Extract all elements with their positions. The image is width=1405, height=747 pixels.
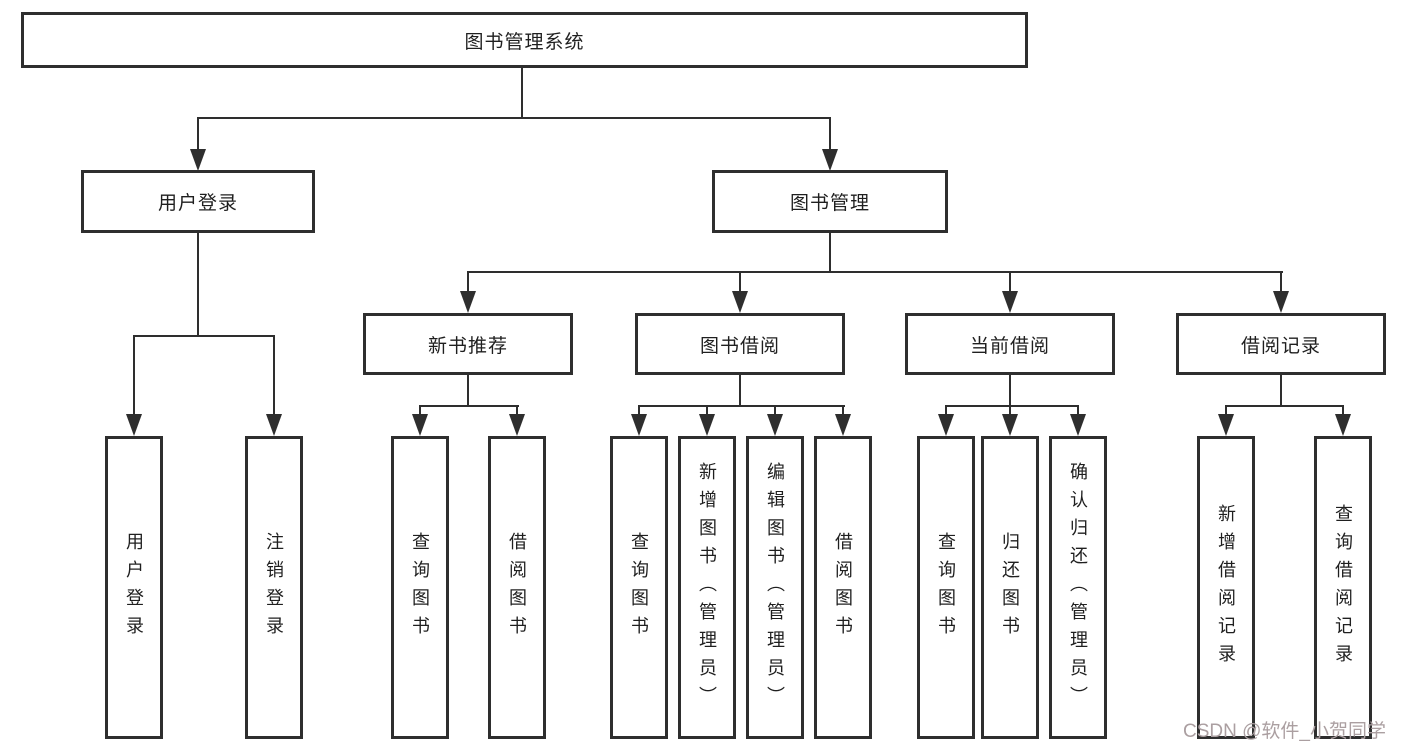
leaf-label: 新增借阅记录: [1216, 503, 1236, 672]
arrowhead-down-icon: [1070, 414, 1086, 436]
connector-new-book-bus: [419, 405, 519, 407]
node-user-login: 用户登录: [81, 170, 315, 233]
arrowhead-down-icon: [1218, 414, 1234, 436]
node-new-book-recommend: 新书推荐: [363, 313, 573, 375]
connector-arrow-line: [1280, 271, 1282, 293]
arrowhead-down-icon: [835, 414, 851, 436]
connector-arrow-line: [1225, 405, 1227, 417]
connector-book-borrow-stem: [739, 375, 741, 407]
leaf-label: 注销登录: [264, 531, 284, 644]
connector-arrow-line: [1009, 271, 1011, 293]
arrowhead-down-icon: [509, 414, 525, 436]
leaf-confirm-return-admin: 确认归还（管理员）: [1049, 436, 1107, 739]
connector-arrow-line: [1342, 405, 1344, 417]
leaf-label: 确认归还（管理员）: [1068, 461, 1088, 714]
connector-user-login-stem: [197, 233, 199, 335]
node-label: 图书借阅: [699, 335, 780, 357]
arrowhead-down-icon: [732, 291, 748, 313]
leaf-label: 查询图书: [936, 531, 956, 644]
leaf-logout: 注销登录: [245, 436, 303, 739]
arrowhead-down-icon: [1002, 291, 1018, 313]
connector-arrow-line: [197, 117, 199, 151]
connector-root-stem: [521, 68, 523, 117]
arrowhead-down-icon: [1002, 414, 1018, 436]
node-label: 借阅记录: [1240, 335, 1321, 357]
node-current-borrow: 当前借阅: [905, 313, 1115, 375]
arrowhead-down-icon: [126, 414, 142, 436]
leaf-query-books-recommend: 查询图书: [391, 436, 449, 739]
arrowhead-down-icon: [767, 414, 783, 436]
leaf-label: 用户登录: [124, 531, 144, 644]
connector-book-management-stem: [829, 233, 831, 271]
leaf-label: 编辑图书（管理员）: [765, 461, 785, 714]
arrowhead-down-icon: [1273, 291, 1289, 313]
leaf-edit-books-admin: 编辑图书（管理员）: [746, 436, 804, 739]
leaf-query-books: 查询图书: [610, 436, 668, 739]
connector-arrow-line: [945, 405, 947, 417]
leaf-borrow-books: 借阅图书: [814, 436, 872, 739]
arrowhead-down-icon: [412, 414, 428, 436]
connector-current-borrow-bus: [945, 405, 1079, 407]
connector-arrow-line: [842, 405, 844, 417]
connector-arrow-line: [133, 335, 135, 416]
node-label: 图书管理系统: [464, 31, 585, 53]
arrowhead-down-icon: [1335, 414, 1351, 436]
node-label: 用户登录: [157, 193, 238, 214]
leaf-label: 借阅图书: [507, 531, 527, 644]
connector-book-borrow-bus: [638, 405, 845, 407]
arrowhead-down-icon: [460, 291, 476, 313]
connector-user-login-bus: [133, 335, 275, 337]
leaf-query-books-current: 查询图书: [917, 436, 975, 739]
arrowhead-down-icon: [190, 149, 206, 171]
leaf-label: 借阅图书: [833, 531, 853, 644]
leaf-label: 查询图书: [629, 531, 649, 644]
connector-arrow-line: [273, 335, 275, 416]
connector-arrow-line: [638, 405, 640, 417]
connector-borrow-records-bus: [1225, 405, 1344, 407]
connector-arrow-line: [706, 405, 708, 417]
leaf-borrow-books-recommend: 借阅图书: [488, 436, 546, 739]
connector-arrow-line: [774, 405, 776, 417]
leaf-return-books: 归还图书: [981, 436, 1039, 739]
connector-current-borrow-stem: [1009, 375, 1011, 407]
arrowhead-down-icon: [699, 414, 715, 436]
leaf-label: 查询图书: [410, 531, 430, 644]
node-book-management: 图书管理: [712, 170, 948, 233]
connector-new-book-stem: [467, 375, 469, 407]
node-book-borrow: 图书借阅: [635, 313, 845, 375]
connector-arrow-line: [516, 405, 518, 417]
connector-arrow-line: [1009, 405, 1011, 417]
node-borrow-records: 借阅记录: [1176, 313, 1386, 375]
connector-arrow-line: [829, 117, 831, 151]
node-library-management-system: 图书管理系统: [21, 12, 1028, 68]
connector-arrow-line: [419, 405, 421, 417]
node-label: 新书推荐: [427, 335, 508, 357]
node-label: 当前借阅: [969, 335, 1050, 357]
connector-borrow-records-stem: [1280, 375, 1282, 407]
node-label: 图书管理: [789, 193, 870, 214]
leaf-label: 归还图书: [1000, 531, 1020, 644]
csdn-watermark: CSDN @软件_小贺同学: [1183, 721, 1386, 742]
connector-book-management-bus: [467, 271, 1283, 273]
connector-root-bus: [197, 117, 831, 119]
leaf-label: 查询借阅记录: [1333, 503, 1353, 672]
connector-arrow-line: [1077, 405, 1079, 417]
leaf-query-borrow-record: 查询借阅记录: [1314, 436, 1372, 739]
arrowhead-down-icon: [822, 149, 838, 171]
leaf-user-login: 用户登录: [105, 436, 163, 739]
arrowhead-down-icon: [631, 414, 647, 436]
arrowhead-down-icon: [938, 414, 954, 436]
leaf-add-books-admin: 新增图书（管理员）: [678, 436, 736, 739]
connector-arrow-line: [467, 271, 469, 293]
connector-arrow-line: [739, 271, 741, 293]
leaf-add-borrow-record: 新增借阅记录: [1197, 436, 1255, 739]
leaf-label: 新增图书（管理员）: [697, 461, 717, 714]
arrowhead-down-icon: [266, 414, 282, 436]
